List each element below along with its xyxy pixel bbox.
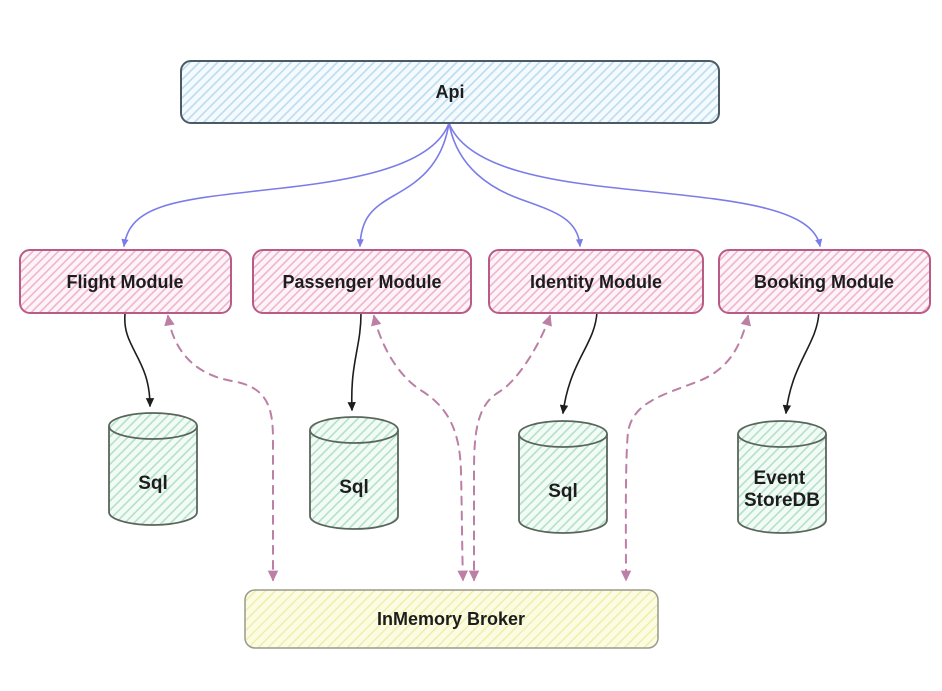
event-storedb-label-line2: StoreDB [744, 490, 820, 511]
passenger-module-node: Passenger Module [252, 249, 472, 314]
event-storedb-db: Event StoreDB [737, 420, 827, 534]
passenger-sql-cylinder-top [309, 416, 399, 444]
event-storedb-label-line1: Event [753, 468, 805, 489]
passenger-sql-db: Sql [309, 416, 399, 530]
identity-module-box [488, 249, 704, 314]
passenger-sql-cylinder-body [309, 430, 399, 530]
inmemory-broker-box [244, 589, 659, 649]
api-node: Api [180, 60, 720, 124]
api-edges-group [121, 122, 823, 248]
edge-booking-module-broker-dashed [620, 314, 751, 582]
flight-module-label: Flight Module [67, 272, 184, 292]
identity-sql-label: Sql [548, 481, 578, 502]
api-label: Api [436, 82, 465, 102]
edge-api-to-identity-module [448, 122, 584, 248]
edge-identity-module-broker-dashed [468, 314, 552, 582]
flight-sql-cylinder-body [108, 426, 198, 526]
event-storedb-label: Event StoreDB [744, 468, 820, 511]
booking-module-box [718, 249, 931, 314]
flight-module-box [19, 249, 232, 314]
edge-identity-module-to-sql [559, 311, 598, 415]
broker-edges-group [164, 314, 751, 582]
event-storedb-cylinder-top [737, 420, 827, 448]
inmemory-broker-node: InMemory Broker [244, 589, 659, 649]
db-edges-group [124, 311, 820, 415]
booking-module-label: Booking Module [754, 272, 894, 292]
passenger-module-box [252, 249, 472, 314]
flight-sql-db: Sql [108, 412, 198, 526]
edge-passenger-module-to-sql [347, 312, 362, 412]
passenger-module-label: Passenger Module [282, 272, 441, 292]
edge-passenger-module-broker-dashed [371, 314, 468, 582]
flight-sql-label: Sql [138, 473, 168, 494]
flight-module-node: Flight Module [19, 249, 232, 314]
api-box [180, 60, 720, 124]
edge-api-to-flight-module [121, 122, 450, 248]
passenger-sql-label: Sql [339, 477, 369, 498]
edge-flight-module-to-sql [124, 313, 155, 408]
inmemory-broker-label: InMemory Broker [377, 609, 525, 629]
identity-module-node: Identity Module [488, 249, 704, 314]
flight-sql-cylinder-top [108, 412, 198, 440]
identity-module-label: Identity Module [530, 272, 662, 292]
booking-module-node: Booking Module [718, 249, 931, 314]
event-storedb-cylinder-body [737, 434, 827, 534]
edge-api-to-passenger-module [356, 122, 450, 248]
identity-sql-db: Sql [518, 420, 608, 534]
edge-booking-module-to-eventstoredb [782, 311, 820, 415]
identity-sql-cylinder-body [518, 434, 608, 534]
edge-flight-module-broker-dashed [164, 314, 279, 582]
identity-sql-cylinder-top [518, 420, 608, 448]
edge-api-to-booking-module [448, 122, 823, 248]
